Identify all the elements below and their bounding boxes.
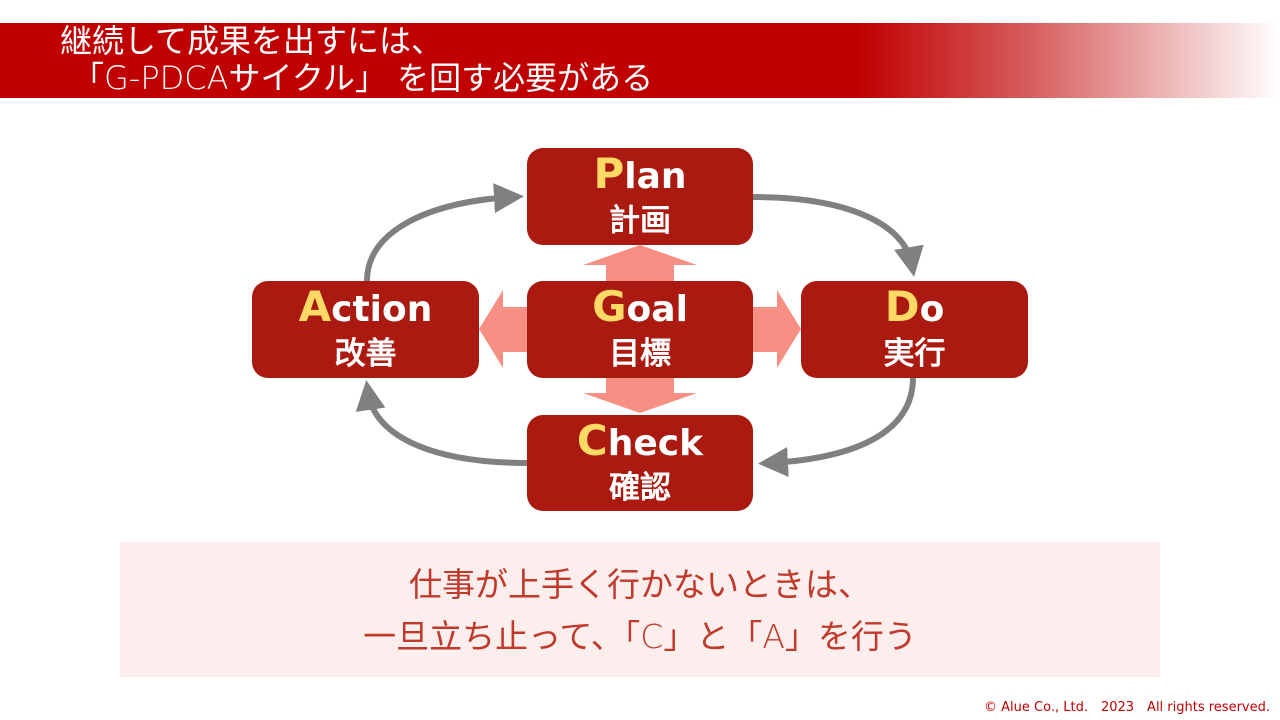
goal-label: oal [626, 289, 688, 330]
do-jp: 実行 [883, 336, 946, 372]
plan-label: lan [624, 156, 687, 197]
note-line-1: 仕事が上手く行かないときは、 [409, 565, 871, 604]
do-initial: D [884, 282, 920, 331]
arrow-goal-to-do [753, 290, 801, 368]
plan-initial: P [593, 149, 625, 198]
title-line-1: 継続して成果を出すには、 [60, 22, 444, 60]
check-box: Check 確認 [527, 415, 753, 511]
slide-title: 継続して成果を出すには、 「G-PDCAサイクル」 を回す必要がある [60, 23, 653, 97]
plan-box: Plan 計画 [527, 148, 753, 245]
plan-jp: 計画 [609, 203, 671, 239]
arrow-do-to-check [758, 377, 916, 477]
copyright: © Alue Co., Ltd. 2023 All rights reserve… [984, 700, 1270, 715]
arrow-action-to-plan [364, 183, 524, 282]
action-initial: A [298, 282, 332, 331]
goal-initial: G [592, 282, 627, 331]
do-label: o [919, 289, 945, 330]
arrow-check-to-action [355, 380, 528, 466]
check-label: heck [607, 423, 704, 464]
action-box: Action 改善 [252, 281, 479, 378]
check-jp: 確認 [609, 470, 671, 506]
note-box: 仕事が上手く行かないときは、 一旦立ち止って、「C」と「A」を行う [120, 542, 1160, 677]
title-banner [0, 23, 1280, 98]
arrow-plan-to-do [752, 194, 924, 277]
goal-box: Goal 目標 [527, 281, 753, 378]
title-line-2: 「G-PDCAサイクル」 を回す必要がある [72, 59, 654, 97]
note-line-2: 一旦立ち止って、「C」と「A」を行う [363, 617, 917, 656]
goal-jp: 目標 [609, 336, 671, 372]
action-label: ction [331, 289, 433, 330]
do-box: Do 実行 [801, 281, 1028, 378]
action-jp: 改善 [334, 336, 397, 372]
check-initial: C [576, 416, 608, 465]
arrow-goal-to-action [479, 290, 527, 368]
